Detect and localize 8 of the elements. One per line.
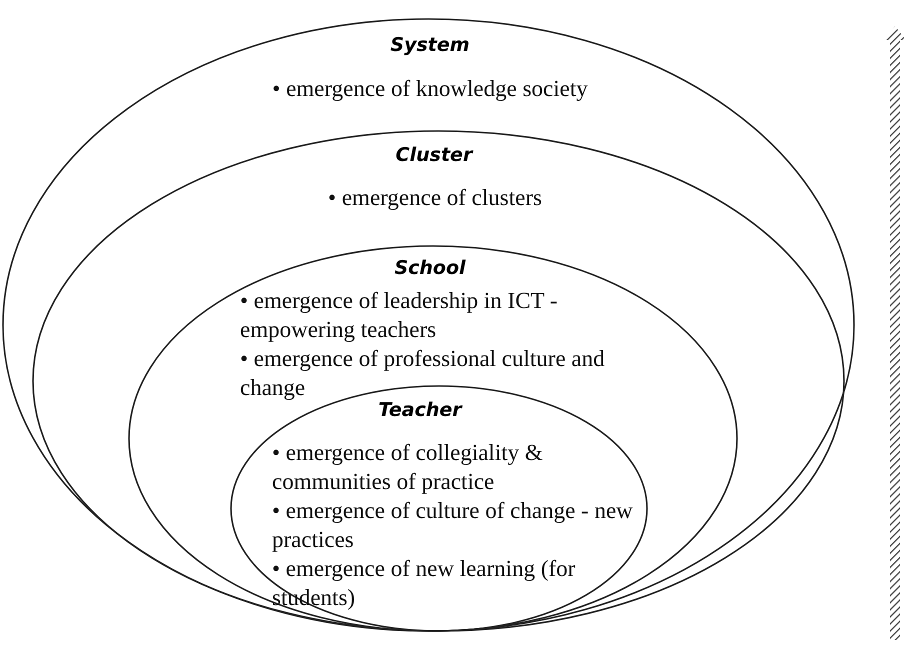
- level-heading: School: [394, 256, 466, 280]
- level-heading: System: [390, 33, 470, 57]
- level-heading: Cluster: [396, 143, 472, 167]
- bullet-text: • emergence of clusters: [327, 184, 543, 212]
- bullet-text: • emergence of knowledge society: [271, 75, 589, 103]
- bullet-text: • emergence of culture of change - new practices: [272, 497, 634, 554]
- bullet-text: • emergence of collegiality & communities of practice: [272, 439, 544, 496]
- bullet-text: • emergence of leadership in ICT - empowering teachers: [240, 287, 559, 344]
